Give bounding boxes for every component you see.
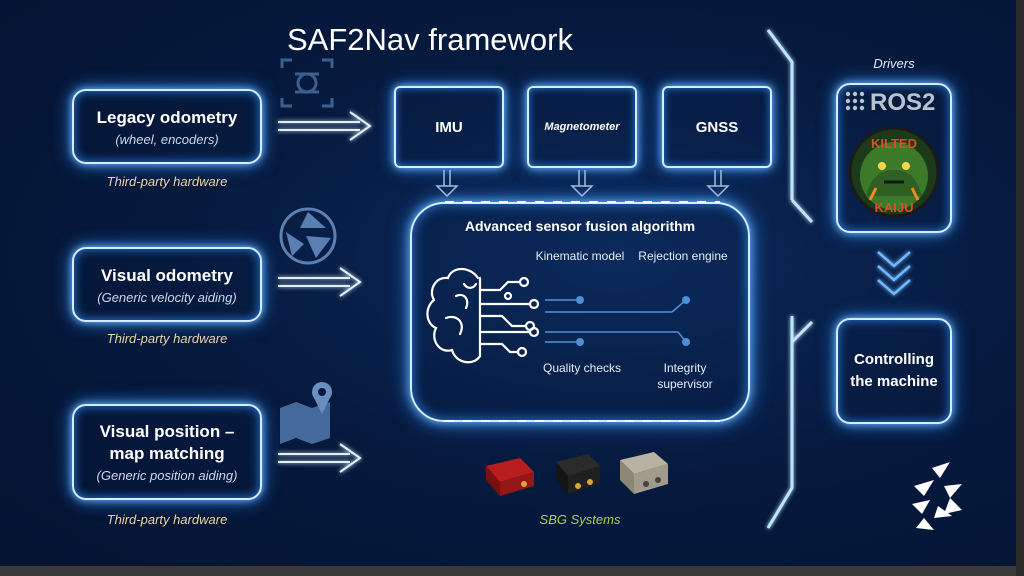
ros2-text: ROS2 <box>870 89 935 116</box>
right-edge-bar <box>1016 0 1024 576</box>
ros2-box <box>836 83 952 233</box>
sensor-box-imu: IMU <box>394 86 504 168</box>
bottom-bar <box>0 566 1024 576</box>
drivers-label: Drivers <box>873 56 915 71</box>
sensor-box-magnetometer: Magnetometer <box>527 86 637 168</box>
input-subtitle: (Generic position aiding) <box>96 468 238 483</box>
input-box-visual-odometry: Visual odometry (Generic velocity aiding… <box>72 247 262 322</box>
arrow-visual-odometry-to-fusion <box>278 267 362 297</box>
input-subtitle: (Generic velocity aiding) <box>97 289 237 305</box>
vendor-label: SBG Systems <box>539 512 621 527</box>
module-connectors <box>545 299 687 343</box>
ros2-logo <box>845 91 865 111</box>
input-title: Visual odometry <box>101 265 233 285</box>
module-connector-nodes <box>576 296 690 346</box>
input-title: Visual position – map matching <box>99 422 235 463</box>
arrow-gnss-to-fusion <box>706 170 730 198</box>
chevron-down-icon <box>877 251 911 296</box>
badge-bottom-text: KAIJU <box>874 200 913 215</box>
kilted-kaiju-badge <box>848 126 940 218</box>
input-note: Third-party hardware <box>106 512 228 527</box>
brain-circuit-icon <box>426 267 540 364</box>
page-title: SAF2Nav framework <box>287 22 573 57</box>
module-quality-checks: Quality checks <box>542 361 622 375</box>
output-label: Controlling the machine <box>850 351 938 390</box>
camera-target-icon <box>280 58 334 108</box>
module-rejection-engine: Rejection engine <box>638 249 728 263</box>
input-note: Third-party hardware <box>106 331 228 346</box>
bracket-divider <box>766 29 814 529</box>
arrow-imu-to-fusion <box>435 170 459 198</box>
arrow-legacy-to-sensors <box>278 111 372 141</box>
sbg-unit-red <box>486 458 534 496</box>
module-integrity-supervisor: Integrity supervisor <box>657 361 713 391</box>
input-subtitle: (wheel, encoders) <box>115 131 219 147</box>
fusion-title: Advanced sensor fusion algorithm <box>464 218 696 234</box>
map-pin-icon <box>280 382 332 444</box>
badge-top-text: KILTED <box>871 136 917 151</box>
input-box-map-matching: Visual position – map matching (Generic … <box>72 404 262 500</box>
sbg-logo-icon <box>912 462 962 530</box>
module-kinematic-model: Kinematic model <box>535 249 625 263</box>
sbg-unit-black <box>556 454 600 494</box>
arrow-magnetometer-to-fusion <box>570 170 594 198</box>
sensor-box-gnss: GNSS <box>662 86 772 168</box>
output-box-controlling-machine: Controlling the machine <box>836 318 952 424</box>
aperture-icon <box>279 207 337 265</box>
input-box-legacy-odometry: Legacy odometry (wheel, encoders) <box>72 89 262 164</box>
sbg-unit-gray <box>620 452 668 494</box>
arrow-map-matching-to-fusion <box>278 443 362 473</box>
input-note: Third-party hardware <box>106 174 228 189</box>
input-title: Legacy odometry <box>96 107 238 127</box>
